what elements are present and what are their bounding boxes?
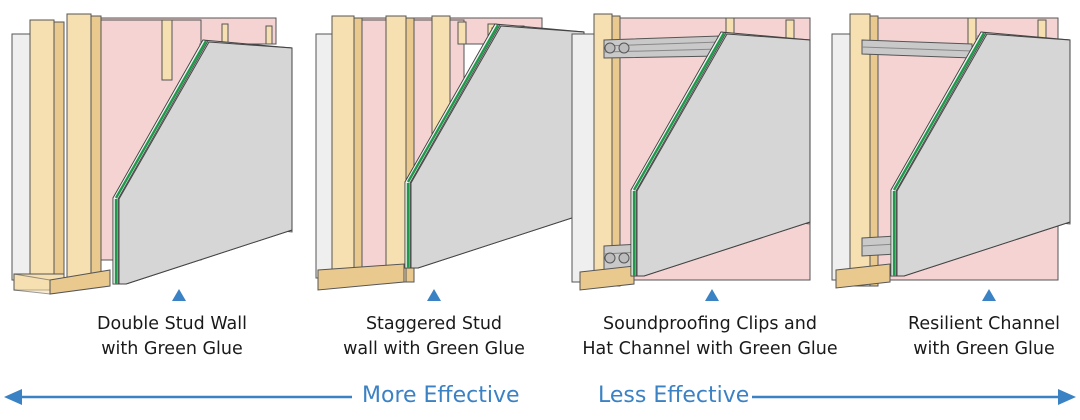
- soundproofing-clips-wall-illustration: [571, 13, 812, 291]
- caption-double-stud: Double Stud Wall with Green Glue: [37, 312, 307, 362]
- wall-illustrations: [11, 13, 1072, 295]
- arrow-right-icon: [752, 389, 1076, 405]
- caption-staggered-stud: Staggered Stud wall with Green Glue: [299, 312, 569, 362]
- arrow-left-icon: [4, 389, 352, 405]
- caption-line: Resilient Channel: [908, 314, 1060, 334]
- double-stud-wall-illustration: [11, 13, 294, 295]
- caption-resilient-channel: Resilient Channel with Green Glue: [849, 312, 1080, 362]
- triangle-up-icon: [705, 289, 719, 301]
- caption-line: wall with Green Glue: [343, 339, 525, 359]
- resilient-channel-wall-illustration: [831, 13, 1072, 289]
- effectiveness-scale: [4, 389, 1076, 405]
- less-effective-label: Less Effective: [598, 383, 750, 408]
- caption-line: Double Stud Wall: [97, 314, 247, 334]
- caption-line: Soundproofing Clips and: [603, 314, 817, 334]
- caption-line: Staggered Stud: [365, 314, 503, 334]
- caption-line: with Green Glue: [913, 339, 1055, 359]
- more-effective-label: More Effective: [362, 383, 520, 408]
- caption-soundproofing-clips: Soundproofing Clips and Hat Channel with…: [575, 312, 845, 362]
- staggered-stud-wall-illustration: [315, 15, 586, 291]
- caption-line: with Green Glue: [101, 339, 243, 359]
- triangle-up-icon: [427, 289, 441, 301]
- caption-line: Hat Channel with Green Glue: [582, 339, 838, 359]
- triangle-up-icon: [172, 289, 186, 301]
- triangle-up-icon: [982, 289, 996, 301]
